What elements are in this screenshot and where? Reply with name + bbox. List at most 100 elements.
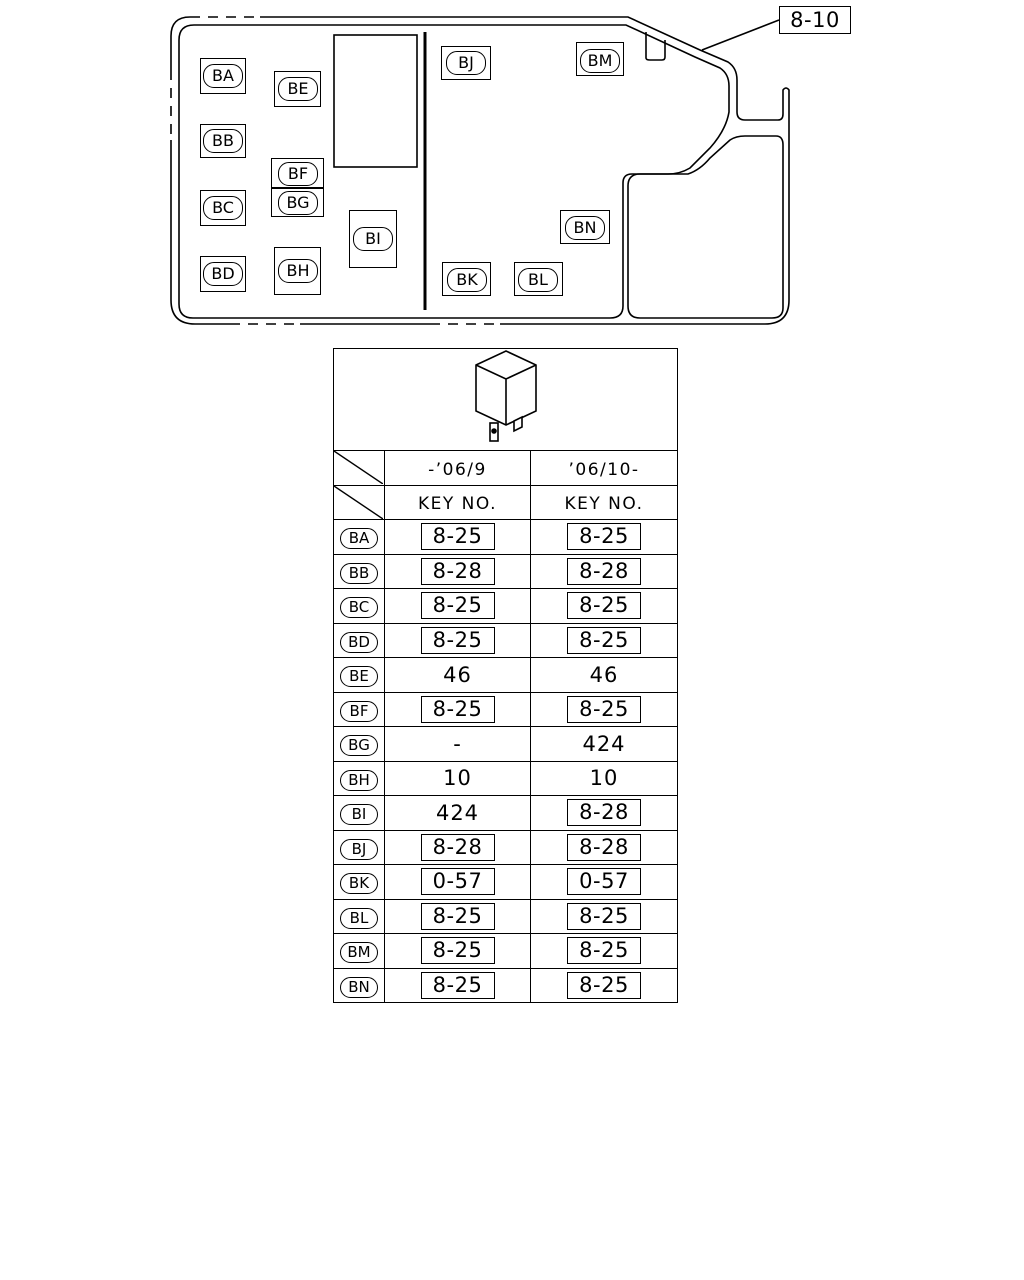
- key-number-ref[interactable]: 8-25: [420, 626, 495, 654]
- row-label-cell: BK: [333, 864, 385, 900]
- key-number: 10: [443, 766, 472, 791]
- connector-frame-bl: [514, 262, 563, 296]
- key-number-ref[interactable]: 0-57: [420, 868, 495, 896]
- connector-label-bh[interactable]: BH: [278, 259, 318, 283]
- key-cell-2: 8-25: [530, 519, 678, 555]
- sub-header-2-text: KEY NO.: [564, 494, 644, 515]
- connector-label-bc[interactable]: BC: [203, 196, 243, 220]
- callout-reference: 8-10: [779, 6, 851, 34]
- connector-frame-ba: [200, 58, 246, 94]
- table-row: BC 8-25 8-25: [333, 588, 678, 624]
- row-label-cell: BG: [333, 726, 385, 762]
- key-number: 424: [435, 800, 480, 825]
- connector-label-bd[interactable]: BD: [203, 262, 243, 286]
- key-number-ref[interactable]: 8-25: [420, 902, 495, 930]
- row-connector-label[interactable]: BM: [340, 942, 378, 964]
- row-connector-label[interactable]: BD: [340, 631, 378, 653]
- connector-label-bb[interactable]: BB: [203, 129, 243, 153]
- row-connector-label[interactable]: BL: [340, 907, 378, 929]
- row-label-cell: BJ: [333, 829, 385, 865]
- key-number-ref[interactable]: 8-28: [567, 833, 641, 861]
- table-row: BD 8-25 8-25: [333, 622, 678, 658]
- table-row: BF 8-25 8-25: [333, 691, 678, 727]
- key-number-ref[interactable]: 8-25: [567, 902, 641, 930]
- key-cell-2: 8-25: [530, 933, 678, 969]
- key-number-ref[interactable]: 8-25: [567, 937, 641, 965]
- col-header-2: ’06/10-: [530, 450, 678, 486]
- key-number-ref[interactable]: 8-28: [420, 833, 495, 861]
- row-label-cell: BI: [333, 795, 385, 831]
- row-connector-label[interactable]: BB: [340, 562, 378, 584]
- connector-label-bj[interactable]: BJ: [446, 51, 486, 75]
- key-cell-1: 8-25: [384, 519, 531, 555]
- key-number-ref[interactable]: 8-25: [420, 695, 495, 723]
- key-number-ref[interactable]: 8-28: [567, 799, 641, 827]
- key-number: 424: [582, 731, 626, 756]
- key-number-ref[interactable]: 8-25: [567, 592, 641, 620]
- subheader-corner-cell: [333, 484, 385, 520]
- key-cell-1: 0-57: [384, 864, 531, 900]
- connector-frame-bb: [200, 124, 246, 158]
- relay-picture-cell: [333, 348, 678, 451]
- connector-label-bf[interactable]: BF: [278, 162, 318, 186]
- connector-label-bi[interactable]: BI: [353, 227, 393, 251]
- table-row: BN 8-25 8-25: [333, 967, 678, 1003]
- key-number-ref[interactable]: 8-25: [567, 695, 641, 723]
- key-number-ref[interactable]: 8-25: [420, 937, 495, 965]
- key-cell-2: 8-25: [530, 691, 678, 727]
- connector-label-bl[interactable]: BL: [518, 268, 558, 292]
- row-connector-label[interactable]: BN: [340, 976, 378, 998]
- key-number-ref[interactable]: 8-28: [567, 557, 641, 585]
- connector-frame-bi: [349, 210, 397, 268]
- key-cell-1: 8-25: [384, 691, 531, 727]
- relay-box-diagram: [169, 15, 790, 326]
- key-cell-2: 0-57: [530, 864, 678, 900]
- row-connector-label[interactable]: BH: [340, 769, 378, 791]
- key-cell-2: 46: [530, 657, 678, 693]
- row-connector-label[interactable]: BF: [340, 700, 378, 722]
- header-corner-cell: [333, 450, 385, 486]
- row-connector-label[interactable]: BG: [340, 735, 378, 757]
- key-cell-1: 8-28: [384, 553, 531, 589]
- sub-header-1-text: KEY NO.: [418, 494, 497, 515]
- key-number-ref[interactable]: 0-57: [567, 868, 641, 896]
- key-number-ref[interactable]: 8-25: [420, 523, 495, 551]
- key-number-ref[interactable]: 8-25: [567, 626, 641, 654]
- connector-label-be[interactable]: BE: [278, 77, 318, 101]
- housing-outline: [170, 16, 790, 325]
- key-cell-2: 8-28: [530, 795, 678, 831]
- key-cell-1: 10: [384, 760, 531, 796]
- row-connector-label[interactable]: BE: [340, 666, 378, 688]
- col-header-1: -’06/9: [384, 450, 531, 486]
- connector-frame-be: [274, 71, 321, 107]
- connector-frame-bk: [442, 262, 491, 296]
- row-connector-label[interactable]: BC: [340, 597, 378, 619]
- housing-inner: [178, 24, 730, 319]
- row-connector-label[interactable]: BJ: [340, 838, 378, 860]
- connector-label-bk[interactable]: BK: [447, 268, 487, 292]
- row-connector-label[interactable]: BI: [340, 804, 378, 826]
- row-label-cell: BB: [333, 553, 385, 589]
- row-connector-label[interactable]: BK: [340, 873, 378, 895]
- right-compartment: [627, 135, 784, 319]
- connector-label-bg[interactable]: BG: [278, 191, 318, 215]
- connector-label-ba[interactable]: BA: [203, 64, 243, 88]
- row-label-cell: BF: [333, 691, 385, 727]
- connector-label-bm[interactable]: BM: [580, 49, 620, 73]
- connector-frame-bj: [441, 46, 491, 80]
- connector-frame-bf: [271, 158, 324, 188]
- table-row: BM 8-25 8-25: [333, 933, 678, 969]
- connector-label-bn[interactable]: BN: [565, 216, 605, 240]
- key-number-ref[interactable]: 8-28: [420, 557, 495, 585]
- key-number-ref[interactable]: 8-25: [420, 971, 495, 999]
- key-number: 46: [443, 662, 472, 687]
- connector-frame-bc: [200, 190, 246, 226]
- callout-leader: [701, 19, 780, 51]
- key-number-ref[interactable]: 8-25: [420, 592, 495, 620]
- key-number-ref[interactable]: 8-25: [567, 523, 641, 551]
- row-connector-label[interactable]: BA: [340, 528, 378, 550]
- key-number-ref[interactable]: 8-25: [567, 971, 641, 999]
- key-number: 46: [589, 662, 619, 687]
